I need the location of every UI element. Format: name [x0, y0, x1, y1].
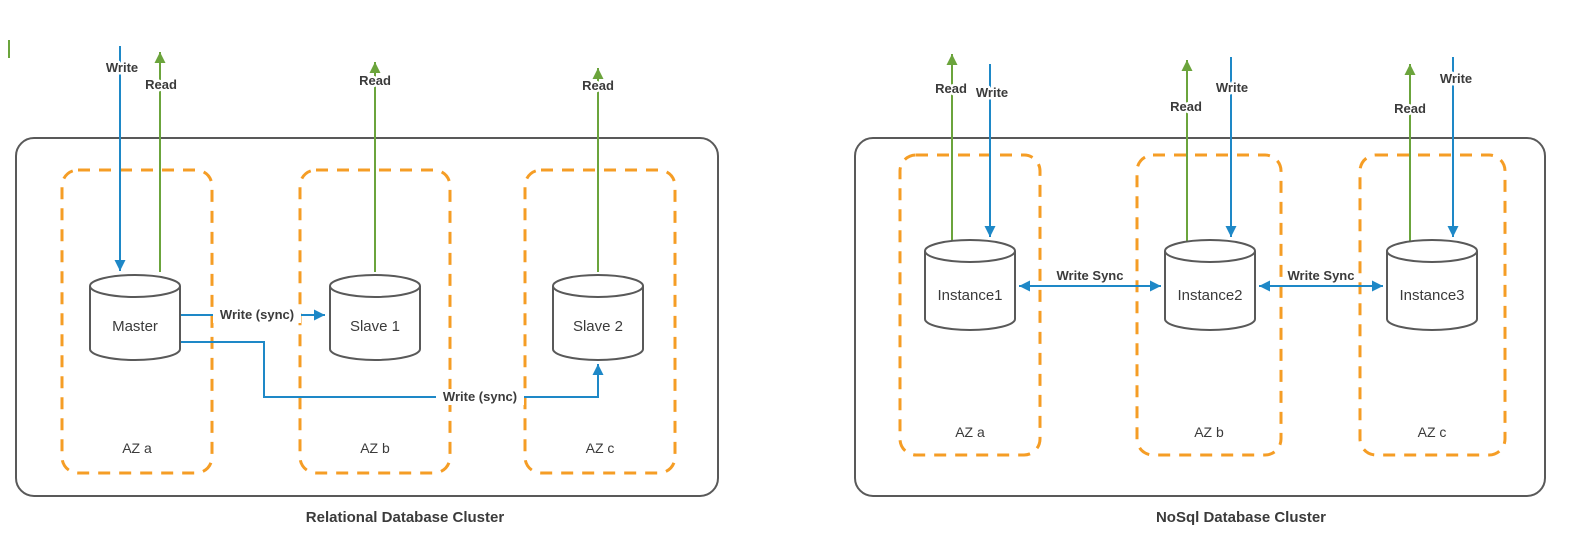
nosql-cluster: Instance1 Instance2 Instance3 Read Write… [854, 54, 1546, 526]
instance1-db-label: Instance1 [937, 287, 1002, 304]
slave2-db-top [552, 274, 644, 298]
nosql-cluster-title: NoSql Database Cluster [1156, 509, 1326, 526]
write-sync-label-1-2: Write Sync [1057, 268, 1124, 283]
instance1-db-cylinder: Instance1 [924, 239, 1016, 331]
relational-az-c-box [523, 168, 677, 475]
instance2-db-top [1164, 239, 1256, 263]
relational-az-a-label: AZ a [122, 440, 152, 456]
write-sync-label-2-bg [436, 389, 524, 405]
read-arrow-label-slave1: Read [359, 73, 391, 88]
nosql-az-b-box [1135, 153, 1283, 457]
relational-cluster-title: Relational Database Cluster [306, 509, 505, 526]
master-db-cylinder: Master [89, 274, 181, 361]
read-arrow-label-slave2: Read [582, 78, 614, 93]
relational-cluster: Master Slave 1 Slave 2 Write Read Read R… [15, 46, 719, 526]
nosql-az-a-label: AZ a [955, 424, 985, 440]
slave1-db-top [329, 274, 421, 298]
write-sync-label-1: Write (sync) [220, 307, 294, 322]
instance1-db-top [924, 239, 1016, 263]
nosql-az-a-box [898, 153, 1042, 457]
slave1-db-cylinder: Slave 1 [329, 274, 421, 361]
nosql-az-b-label: AZ b [1194, 424, 1224, 440]
instance3-db-top [1386, 239, 1478, 263]
read-label-instance3: Read [1394, 101, 1426, 116]
relational-az-a-box [60, 168, 214, 475]
slave1-db-label: Slave 1 [350, 318, 400, 335]
instance2-db-cylinder: Instance2 [1164, 239, 1256, 331]
write-sync-label-1-group: Write (sync) [213, 307, 301, 323]
slave2-db-label: Slave 2 [573, 318, 623, 335]
instance3-db-label: Instance3 [1399, 287, 1464, 304]
write-label-instance3: Write [1440, 71, 1472, 86]
write-label-instance2: Write [1216, 80, 1248, 95]
write-sync-label-2: Write (sync) [443, 389, 517, 404]
slave2-db-cylinder: Slave 2 [552, 274, 644, 361]
write-label-instance1: Write [976, 85, 1008, 100]
write-arrow-label: Write [106, 60, 138, 75]
read-label-instance2: Read [1170, 99, 1202, 114]
read-arrow-label-master: Read [145, 77, 177, 92]
nosql-az-c-label: AZ c [1418, 424, 1447, 440]
instance2-db-body [1164, 251, 1256, 331]
nosql-az-c-box [1358, 153, 1507, 457]
slave1-db-body [329, 286, 421, 361]
relational-az-c-label: AZ c [586, 440, 615, 456]
slave2-db-body [552, 286, 644, 361]
master-db-label: Master [112, 318, 158, 335]
relational-az-b-label: AZ b [360, 440, 390, 456]
instance3-db-body [1386, 251, 1478, 331]
master-db-top [89, 274, 181, 298]
write-sync-label-1-bg [213, 307, 301, 323]
write-sync-label-2-3: Write Sync [1288, 268, 1355, 283]
write-sync-label-2-group: Write (sync) [436, 389, 524, 405]
instance1-db-body [924, 251, 1016, 331]
instance2-db-label: Instance2 [1177, 287, 1242, 304]
master-db-body [89, 286, 181, 361]
instance3-db-cylinder: Instance3 [1386, 239, 1478, 331]
write-sync-arrow-slave2 [181, 341, 604, 398]
read-label-instance1: Read [935, 81, 967, 96]
